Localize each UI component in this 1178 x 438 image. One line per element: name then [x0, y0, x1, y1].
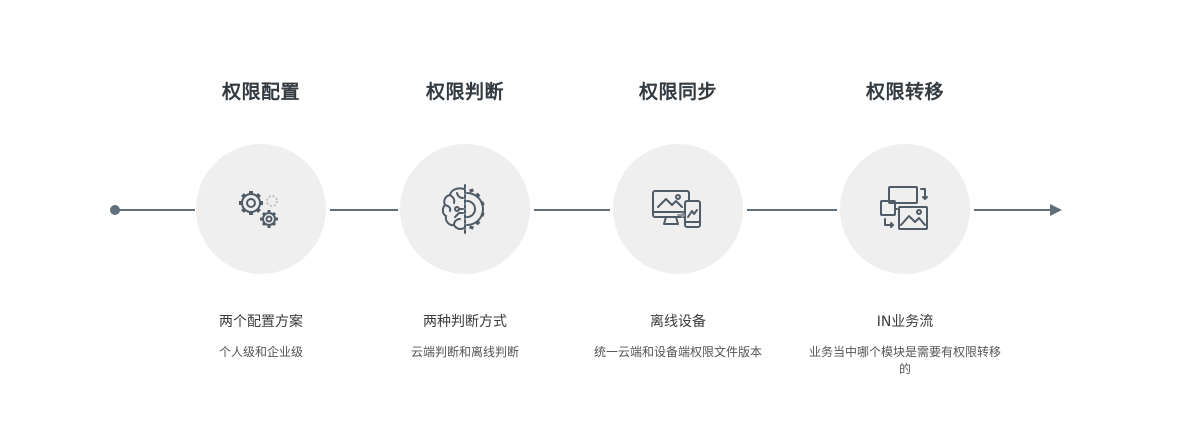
- step-permission-sync: 权限同步 离线设备 统一云端和设备端权限文件版本: [558, 0, 798, 438]
- step-icon-circle: [400, 144, 530, 274]
- step-permission-transfer: 权限转移 IN业务流 业务当中哪个模块是需要有权限转移的: [785, 0, 1025, 438]
- step-title: 权限判断: [425, 81, 504, 103]
- timeline-line: [534, 209, 610, 211]
- step-permission-judge: 权限判断: [345, 0, 585, 438]
- step-subtitle: IN业务流: [876, 314, 934, 330]
- step-title: 权限同步: [638, 81, 717, 103]
- gears-icon: [239, 191, 278, 228]
- step-description: 云端判断和离线判断: [410, 345, 519, 359]
- step-icon-circle: [840, 144, 970, 274]
- step-icon-circle: [196, 144, 326, 274]
- transfer-icon: [880, 186, 928, 230]
- step-title: 权限转移: [865, 81, 944, 103]
- step-permission-config: 权限配置: [141, 0, 381, 438]
- step-title: 权限配置: [221, 81, 300, 103]
- step-subtitle: 两个配置方案: [219, 314, 303, 330]
- timeline-line: [747, 209, 837, 211]
- step-icon-circle: [613, 144, 743, 274]
- timeline-line: [974, 209, 1052, 211]
- step-description: 业务当中哪个模块是需要有权限转移的: [808, 345, 1001, 376]
- brain-gear-icon: [441, 184, 485, 234]
- device-sync-icon: [652, 190, 701, 228]
- timeline-line: [115, 209, 195, 211]
- step-subtitle: 离线设备: [650, 314, 706, 330]
- step-subtitle: 两种判断方式: [423, 314, 507, 330]
- timeline-arrow-icon: [1050, 204, 1062, 216]
- step-description: 统一云端和设备端权限文件版本: [593, 345, 762, 359]
- step-description: 个人级和企业级: [218, 345, 303, 359]
- timeline-line: [330, 209, 398, 211]
